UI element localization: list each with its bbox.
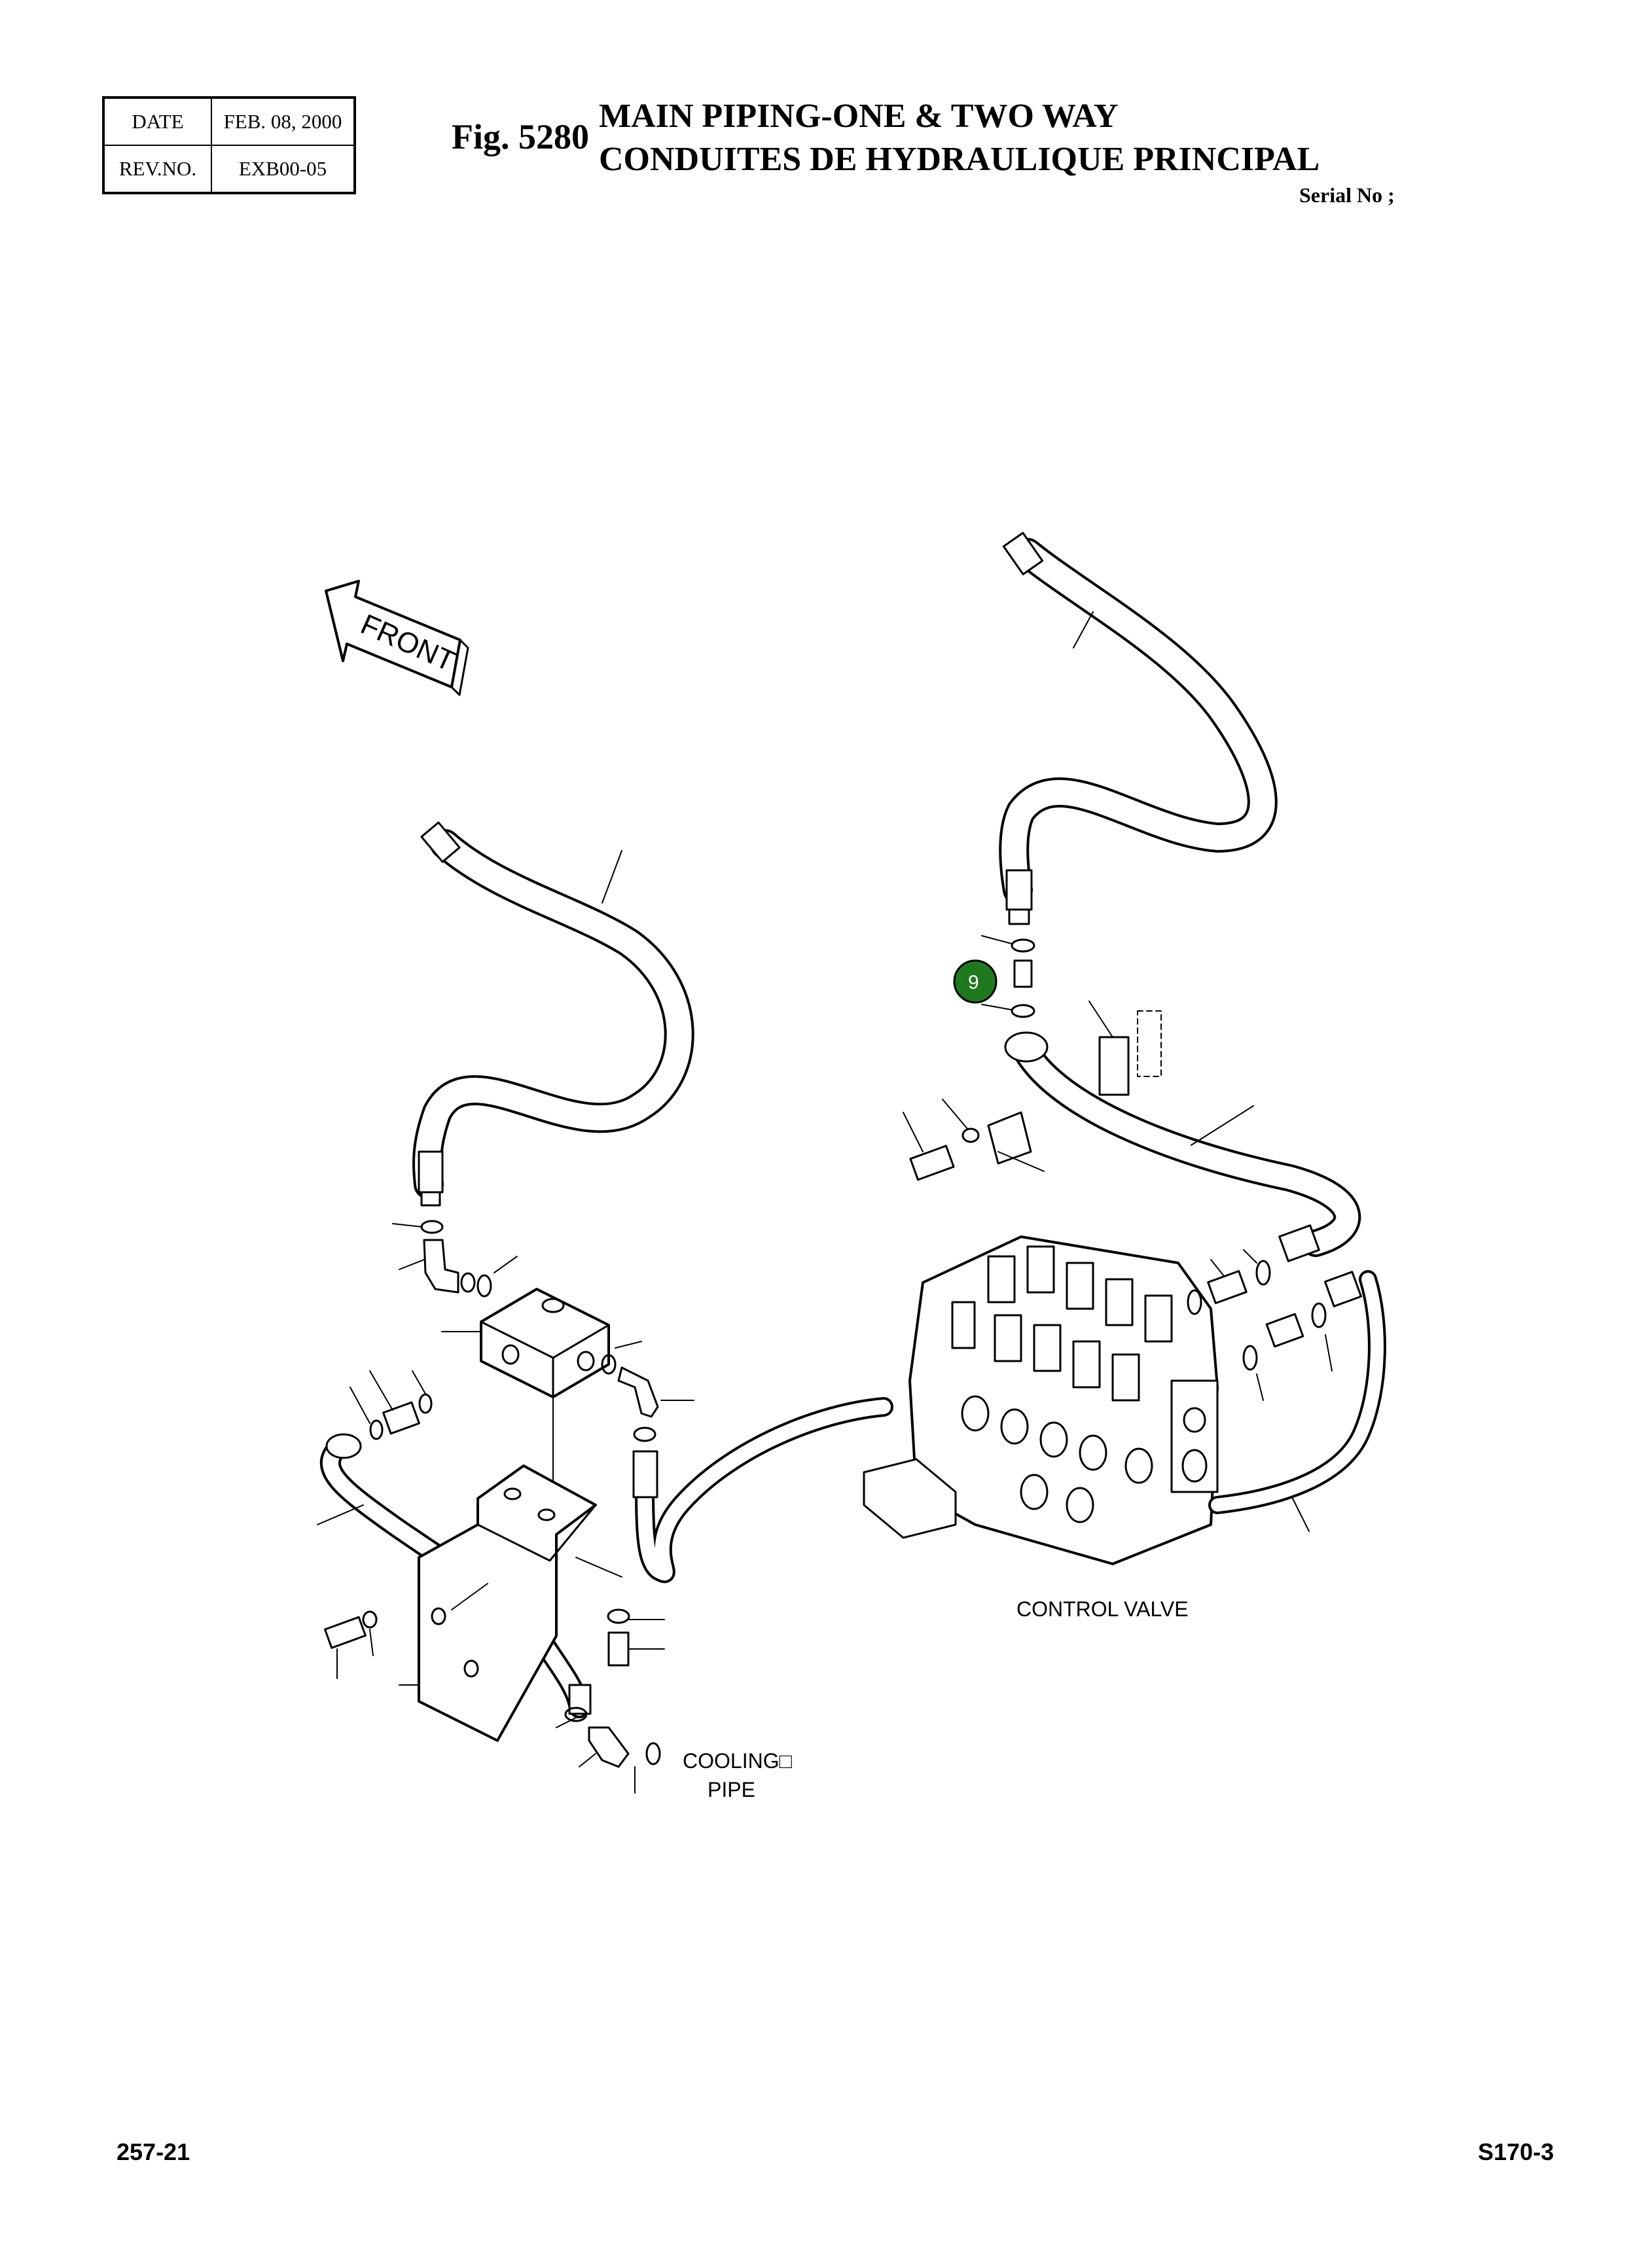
upper-left-elbow (392, 1220, 518, 1298)
rev-label: REV.NO. (103, 145, 212, 194)
right-upper-hose (999, 531, 1278, 925)
right-return-hose (1208, 1270, 1386, 1532)
mounting-bracket (399, 1464, 622, 1742)
clamp-bracket-upper (903, 1001, 1162, 1181)
manifold-block (441, 1288, 610, 1525)
rev-value: EXB00-05 (211, 145, 355, 194)
callout-number[interactable]: 9 (968, 972, 979, 993)
date-label: DATE (103, 97, 212, 146)
page-number-left: 257-21 (117, 2138, 190, 2165)
control-valve (863, 1235, 1219, 1565)
figure-number: Fig. 5280 (452, 117, 589, 156)
valve-left-hose (632, 1397, 893, 1584)
callout-circle[interactable] (953, 959, 997, 1004)
date-value: FEB. 08, 2000 (211, 97, 355, 146)
lower-bolts (323, 1608, 665, 1679)
front-arrow: FRONT (325, 580, 469, 696)
valve-right-fittings (1187, 1249, 1363, 1401)
right-fitting-stack (981, 935, 1035, 1018)
cooling-elbow (556, 1707, 661, 1794)
cooling-label: COOLING□ (683, 1749, 793, 1773)
lower-left-fittings (350, 1370, 433, 1440)
page-number-right: S170-3 (1478, 2138, 1554, 2165)
left-upper-hose (412, 821, 694, 1207)
steel-pipe-upper (1004, 1031, 1361, 1262)
manifold-right-elbow (601, 1341, 694, 1418)
revision-table: DATE FEB. 08, 2000 REV.NO. EXB00-05 (102, 96, 356, 194)
title-french: CONDUITES DE HYDRAULIQUE PRINCIPAL (599, 141, 1320, 178)
callout-9[interactable]: 9 (953, 959, 997, 1004)
serial-number-label: Serial No ; (1299, 183, 1395, 207)
title-english: MAIN PIPING-ONE & TWO WAY (599, 97, 1119, 135)
pipe-label: PIPE (708, 1778, 755, 1801)
control-valve-label: CONTROL VALVE (1016, 1597, 1189, 1621)
